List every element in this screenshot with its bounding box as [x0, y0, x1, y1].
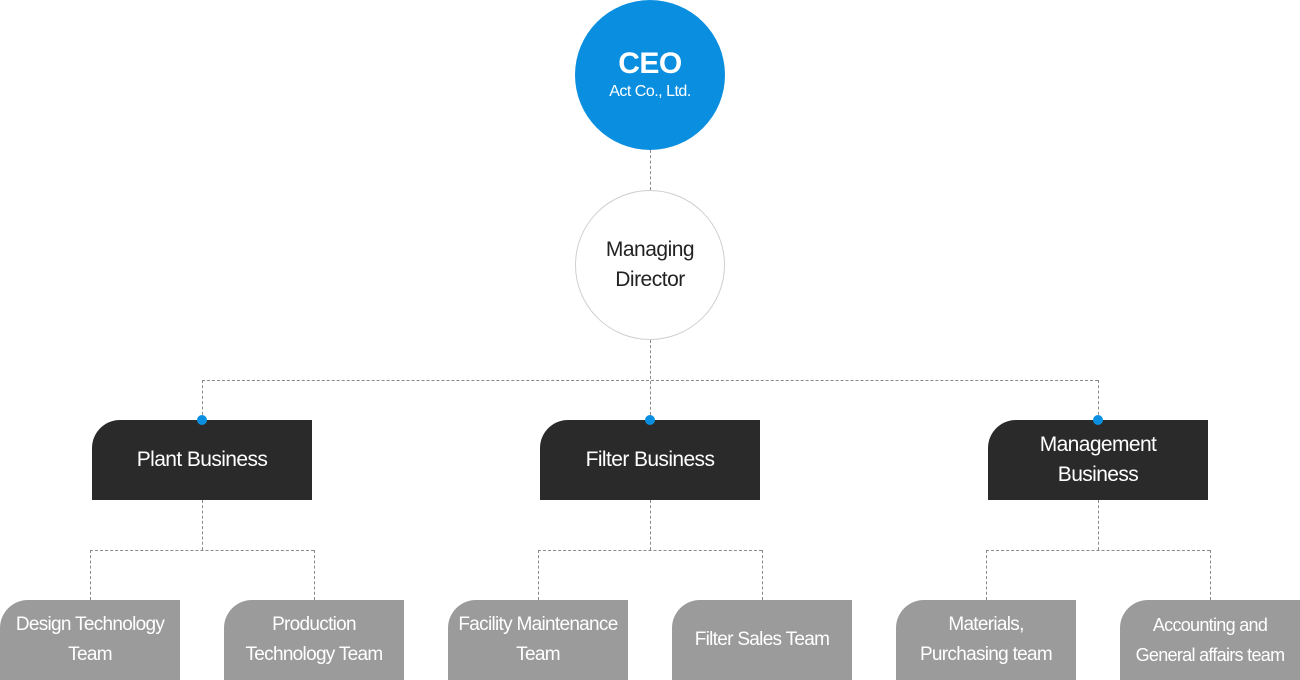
- ceo-node: CEO Act Co., Ltd.: [575, 0, 725, 150]
- team-design-technology: Design Technology Team: [0, 600, 180, 680]
- business-filter: Filter Business: [540, 420, 760, 500]
- business-label: Plant Business: [136, 448, 268, 471]
- connector-management-teams: [986, 550, 1210, 551]
- team-facility-maintenance: Facility Maintenance Team: [448, 600, 628, 680]
- business-management: Management Business: [988, 420, 1208, 500]
- team-label: Design Technology Team: [15, 614, 165, 665]
- managing-director-node: Managing Director: [575, 190, 725, 340]
- team-filter-sales: Filter Sales Team: [672, 600, 852, 680]
- connector-to-team-4: [762, 550, 763, 600]
- team-accounting-general-affairs: Accounting and General affairs team: [1120, 600, 1300, 680]
- connector-filter-down: [650, 500, 651, 550]
- team-label: Accounting and General affairs team: [1135, 615, 1285, 665]
- connector-dot-management: [1093, 415, 1103, 425]
- connector-to-team-2: [314, 550, 315, 600]
- business-label: Management Business: [1039, 433, 1157, 486]
- ceo-company: Act Co., Ltd.: [609, 83, 691, 100]
- team-label: Production Technology Team: [245, 614, 383, 665]
- connector-to-plant: [202, 380, 203, 420]
- managing-director-label: Managing Director: [605, 238, 695, 291]
- team-production-technology: Production Technology Team: [224, 600, 404, 680]
- connector-to-team-3: [538, 550, 539, 600]
- connector-filter-teams: [538, 550, 762, 551]
- team-materials-purchasing: Materials, Purchasing team: [896, 600, 1076, 680]
- connector-to-team-5: [986, 550, 987, 600]
- connector-management-down: [1098, 500, 1099, 550]
- team-label: Materials, Purchasing team: [919, 614, 1053, 665]
- business-label: Filter Business: [585, 448, 715, 471]
- connector-to-team-1: [90, 550, 91, 600]
- connector-dot-plant: [197, 415, 207, 425]
- team-label: Facility Maintenance Team: [458, 614, 618, 665]
- connector-dot-filter: [645, 415, 655, 425]
- connector-to-management: [1098, 380, 1099, 420]
- connector-to-team-6: [1210, 550, 1211, 600]
- connector-plant-down: [202, 500, 203, 550]
- connector-business-row: [202, 380, 1098, 381]
- team-label: Filter Sales Team: [694, 629, 830, 650]
- business-plant: Plant Business: [92, 420, 312, 500]
- connector-ceo-md: [650, 150, 651, 190]
- connector-plant-teams: [90, 550, 314, 551]
- ceo-title: CEO: [618, 47, 682, 80]
